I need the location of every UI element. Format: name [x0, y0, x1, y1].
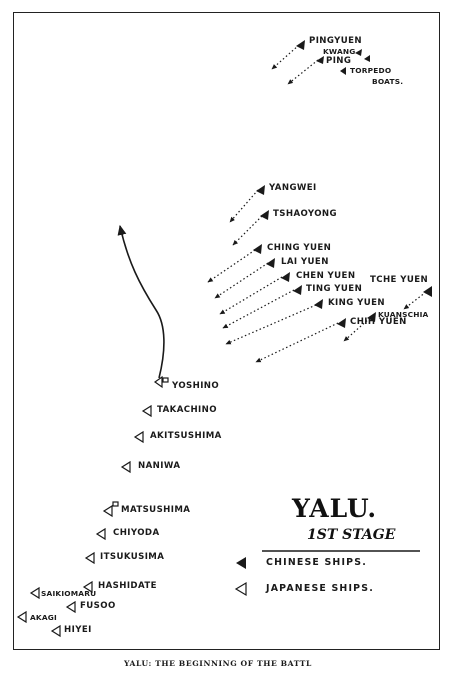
chinese-ship-icon [253, 244, 262, 254]
chinese-ship-icon [256, 185, 265, 195]
course-tingyuen [222, 289, 295, 329]
label-boats: BOATS. [372, 77, 404, 86]
label-chiyoda: CHIYODA [113, 528, 160, 538]
course-pingyuen [271, 44, 300, 70]
label-laiyuen: LAI YUEN [281, 257, 329, 267]
legend-chinese-label: CHINESE SHIPS. [266, 557, 367, 568]
course-tcheyuen [403, 291, 427, 310]
legend-japanese-icon [234, 581, 247, 597]
course-kuanschia [343, 317, 371, 342]
label-tshaoyong: TSHAOYONG [273, 209, 337, 219]
label-takachino: TAKACHINO [157, 405, 217, 415]
course-laiyuen [214, 262, 269, 299]
chinese-ship-icon [281, 272, 290, 282]
label-hiyei: HIYEI [64, 625, 92, 635]
label-chingyuen: CHING YUEN [267, 243, 332, 253]
course-tshaoyong [232, 215, 263, 246]
course-kingyuen [225, 304, 317, 345]
chinese-courses [207, 44, 427, 363]
chinese-ship-icon [367, 312, 376, 322]
japanese-ship-icon [95, 527, 106, 541]
japanese-ship-icon [65, 600, 76, 614]
label-saikiomaru: SAIKIOMARU [41, 589, 97, 598]
japanese-ship-icon [29, 586, 40, 600]
course-kwang-ping [287, 59, 319, 85]
chinese-ship-icon [316, 56, 324, 64]
label-kingyuen: KING YUEN [328, 298, 385, 308]
course-chihyuen [255, 322, 339, 363]
figure-caption: YALU: THE BEGINNING OF THE BATTL [124, 659, 312, 668]
chinese-ship-icon [423, 286, 432, 297]
label-fusoo: FUSOO [80, 601, 116, 611]
japanese-ship-icon [102, 504, 113, 518]
label-ping: PING [326, 56, 352, 66]
map-frame [13, 12, 440, 650]
chinese-ship-icon [314, 299, 323, 309]
label-kuanschia: KUANSCHIA [378, 310, 429, 319]
legend-title: YALU. [292, 494, 378, 523]
label-tingyuen: TING YUEN [306, 284, 363, 294]
label-itsukusima: ITSUKUSIMA [100, 552, 165, 562]
chinese-ship-icon [340, 67, 346, 75]
chinese-ship-icon [337, 318, 346, 328]
course-yangwei [229, 189, 259, 223]
japanese-ship-icon [82, 580, 93, 594]
chinese-ship-icon [355, 49, 362, 56]
japanese-ship-icon [153, 375, 163, 389]
label-chenyuen: CHEN YUEN [296, 271, 356, 281]
chinese-ship-icon [364, 55, 370, 62]
japanese-ship-icon [16, 610, 27, 624]
chinese-ship-icon [296, 40, 305, 50]
label-matsushima: MATSUSHIMA [121, 505, 191, 515]
japanese-ship-markers [16, 375, 169, 638]
course-chingyuen [207, 249, 256, 283]
label-akagi: AKAGI [30, 613, 57, 622]
label-torpedo: TORPEDO [350, 66, 392, 75]
japanese-ship-icon [50, 624, 61, 638]
legend-subtitle: 1ST STAGE [307, 527, 396, 543]
label-chihyuen: CHIH YUEN [350, 317, 407, 327]
japanese-ship-icon [133, 430, 144, 444]
japanese-ship-icon [120, 460, 131, 474]
label-pingyuen: PINGYUEN [309, 36, 363, 46]
label-kwang: KWANG [323, 47, 356, 56]
label-yangwei: YANGWEI [269, 183, 317, 193]
label-naniwa: NANIWA [138, 461, 181, 471]
chinese-ship-icon [260, 210, 269, 220]
label-akitsushima: AKITSUSHIMA [150, 431, 222, 441]
japanese-course-arrow [117, 224, 165, 379]
legend-chinese-icon [236, 557, 246, 569]
chinese-ship-markers [253, 40, 432, 328]
japanese-flag-icon [112, 501, 119, 507]
legend-japanese-label: JAPANESE SHIPS. [266, 583, 374, 594]
label-hashidate: HASHIDATE [98, 581, 157, 591]
japanese-flag-icon [162, 377, 169, 383]
japanese-ship-icon [141, 404, 152, 418]
course-chenyuen [219, 276, 283, 315]
chinese-ship-icon [293, 285, 302, 295]
label-yoshino: YOSHINO [172, 381, 220, 391]
japanese-ship-icon [84, 551, 95, 565]
label-tcheyuen: TCHE YUEN [370, 275, 429, 285]
chinese-ship-icon [266, 258, 275, 268]
